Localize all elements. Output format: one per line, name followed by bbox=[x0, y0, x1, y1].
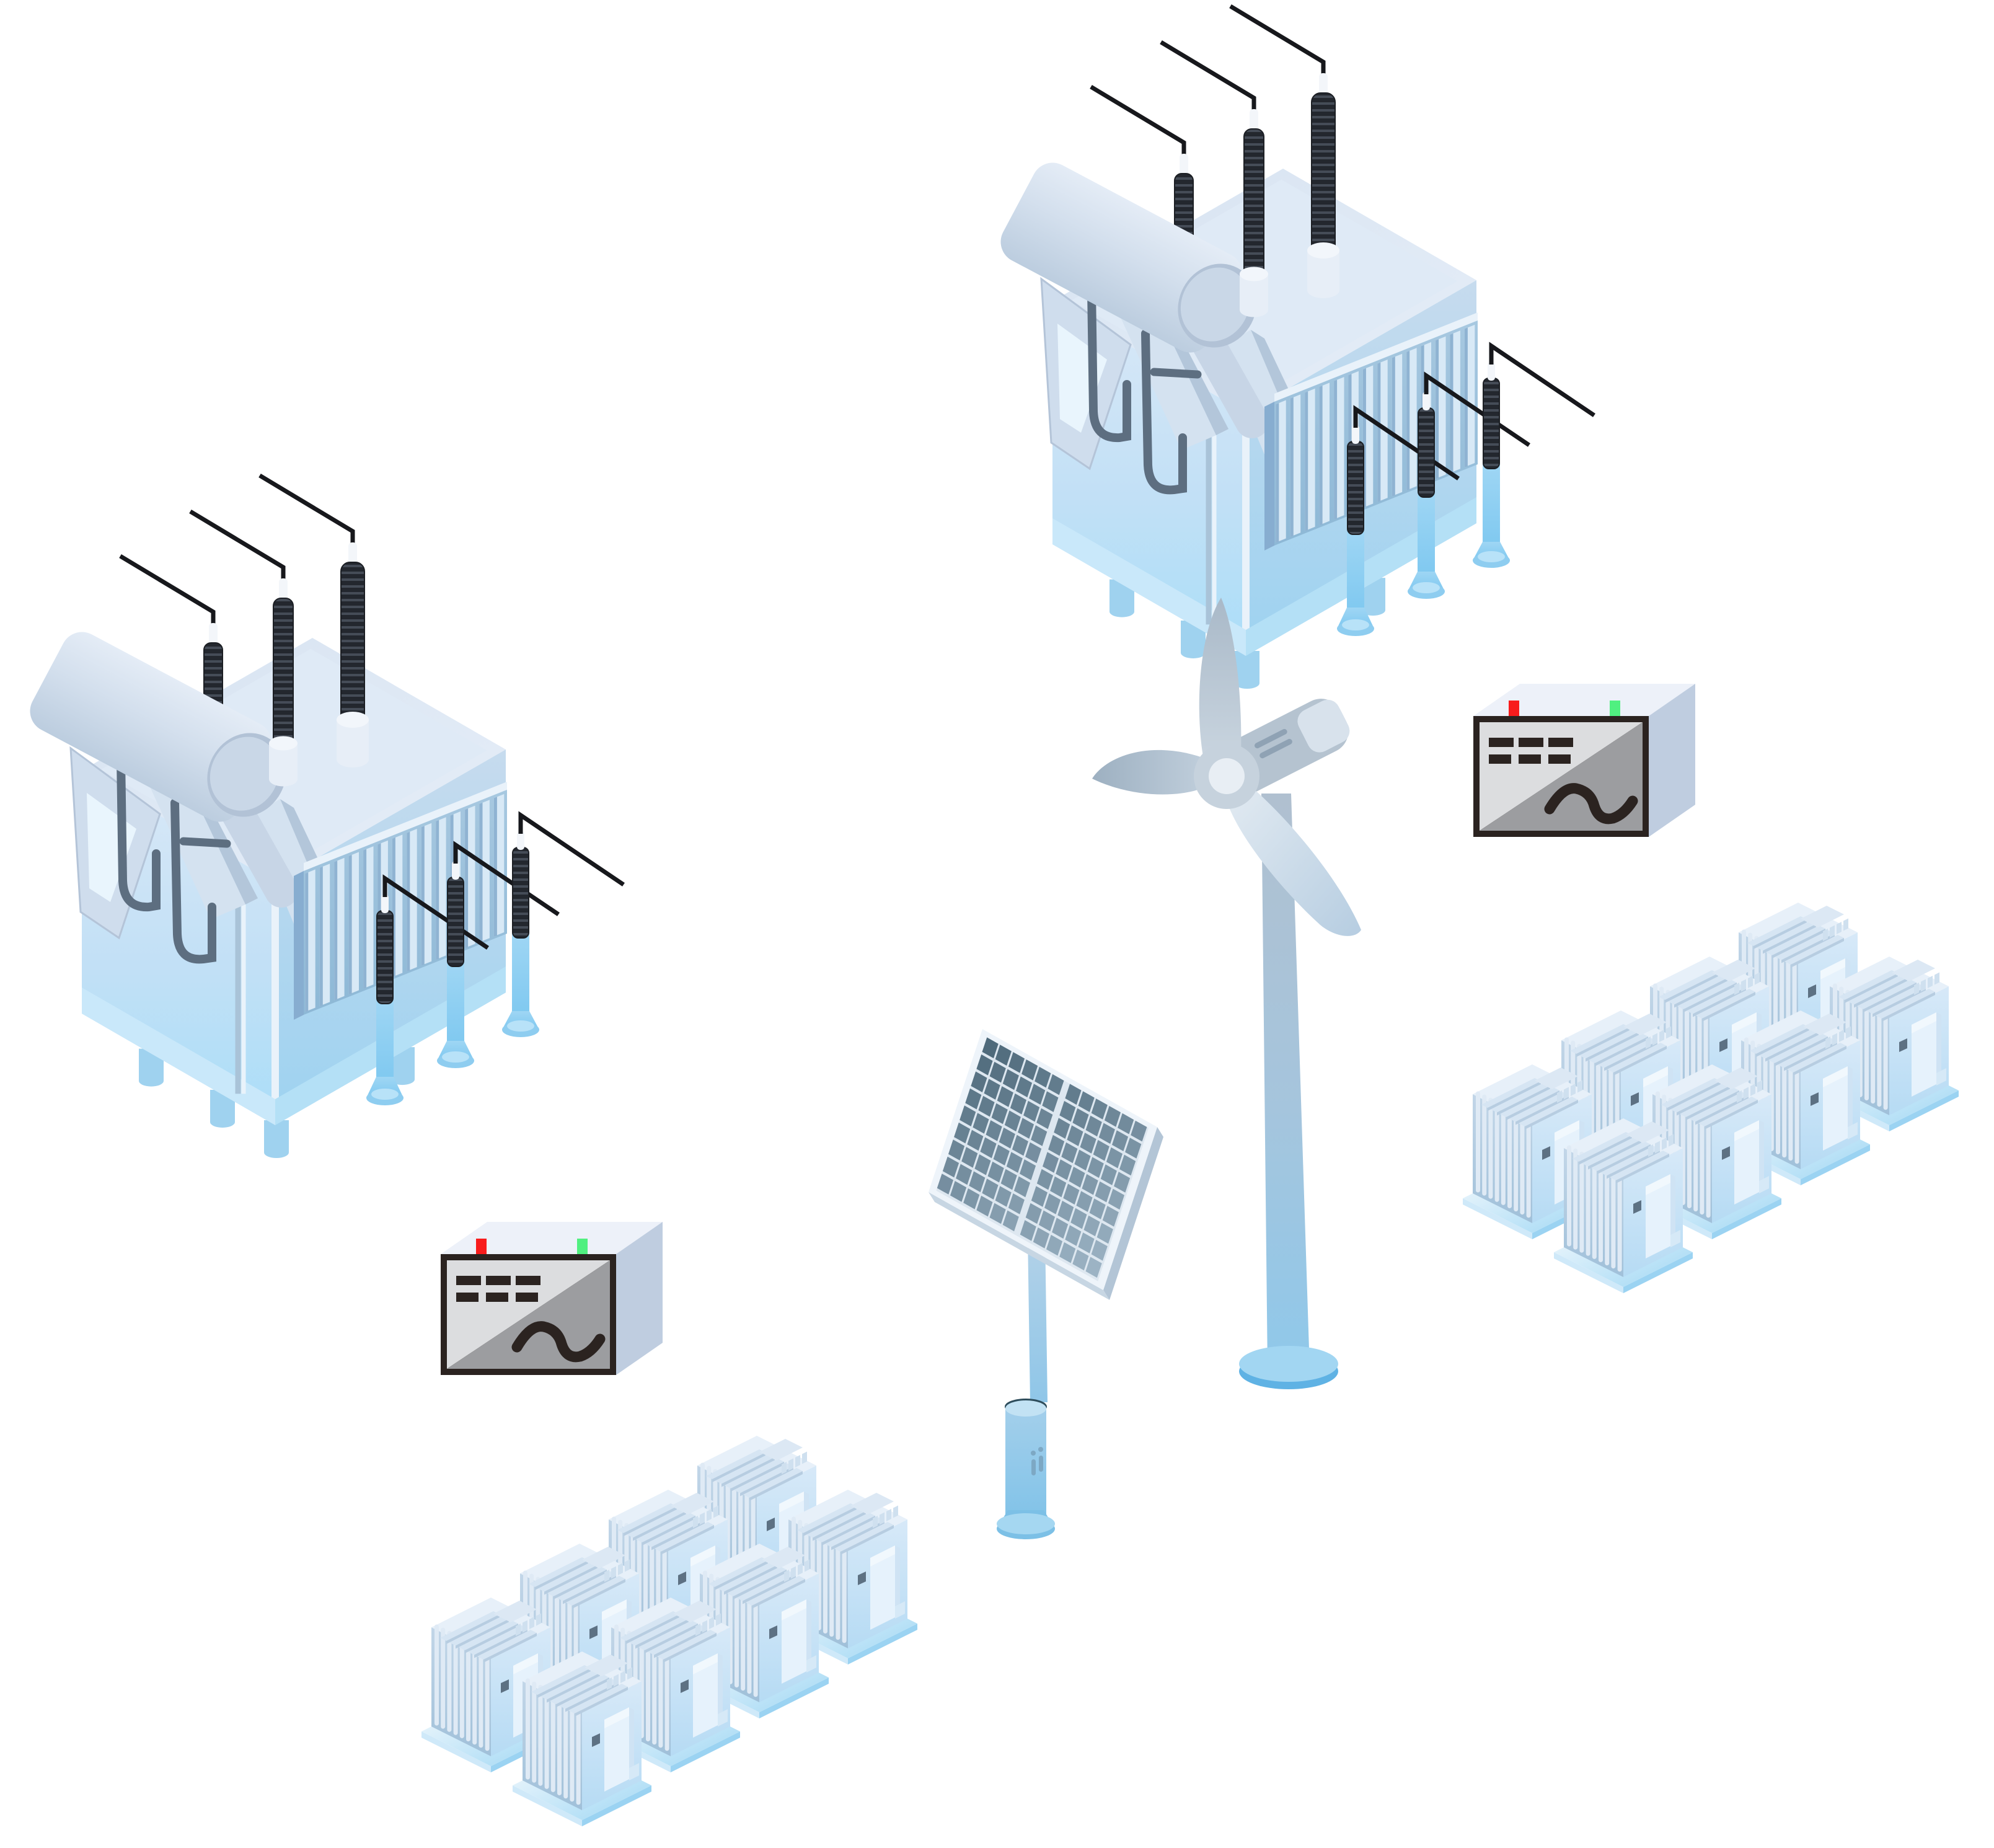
inverter-top-face bbox=[1473, 684, 1695, 716]
solar-panel bbox=[929, 1029, 1163, 1539]
inverter-side-face bbox=[1649, 684, 1695, 837]
sine-wave-icon bbox=[1544, 783, 1638, 825]
dc-symbol-bar-icon bbox=[516, 1276, 540, 1285]
arrester-wire bbox=[1489, 342, 1595, 417]
dc-symbol-bar-icon bbox=[456, 1276, 481, 1285]
hv-transformer-top bbox=[1000, 4, 1595, 689]
inverter-led-green bbox=[1610, 701, 1620, 716]
dc-symbol-bar-icon bbox=[1548, 738, 1573, 747]
inverter-right bbox=[1473, 684, 1695, 837]
sine-wave-icon bbox=[511, 1321, 606, 1363]
inverter bbox=[1473, 684, 1695, 837]
inverter bbox=[441, 1222, 663, 1375]
turbine-blade bbox=[1199, 598, 1242, 779]
hv-transformer-left bbox=[30, 473, 625, 1158]
hv-transformer bbox=[1000, 4, 1595, 689]
conservator-support-and-pipes bbox=[1040, 276, 1312, 495]
dc-symbol-bar-icon bbox=[486, 1293, 508, 1302]
turbine-blade bbox=[1092, 749, 1216, 795]
conservator-tank bbox=[1000, 162, 1269, 438]
dc-symbol-bar-icon bbox=[456, 1293, 479, 1302]
dc-symbol-bar-icon bbox=[1519, 754, 1541, 764]
surge-arresters bbox=[1337, 342, 1595, 636]
surge-arresters bbox=[366, 811, 625, 1105]
bushing-wire bbox=[189, 509, 286, 582]
bushing-wire bbox=[119, 554, 216, 627]
turbine-blade bbox=[1227, 780, 1361, 936]
hv-bushing bbox=[1229, 4, 1339, 298]
bushing-wire bbox=[258, 473, 355, 546]
inverter-side-face bbox=[616, 1222, 663, 1375]
solar-cell-grid bbox=[936, 1037, 1149, 1281]
dc-symbol-bar-icon bbox=[1489, 738, 1514, 747]
inverter-led-red bbox=[1509, 701, 1519, 716]
wind-turbine-group bbox=[1092, 598, 1361, 1389]
hv-bushing bbox=[258, 473, 369, 767]
turbine-tower bbox=[1261, 794, 1310, 1369]
arrester-wire bbox=[518, 811, 625, 886]
hv-bushing bbox=[189, 509, 298, 787]
inverter-led-red bbox=[476, 1239, 487, 1254]
hv-bushing bbox=[1160, 40, 1268, 317]
inverter-led-green bbox=[577, 1239, 588, 1254]
solar-panel-group bbox=[929, 1029, 1163, 1539]
solar-pole bbox=[1028, 1234, 1048, 1402]
dc-symbol-bar-icon bbox=[1519, 738, 1543, 747]
dc-symbol-bar-icon bbox=[516, 1293, 538, 1302]
bushing-wire bbox=[1229, 4, 1326, 77]
inverter-left bbox=[441, 1222, 663, 1375]
inverter-top-face bbox=[441, 1222, 663, 1254]
dc-symbol-bar-icon bbox=[486, 1276, 511, 1285]
dc-symbol-bar-icon bbox=[1548, 754, 1571, 764]
bushing-wire bbox=[1160, 40, 1256, 113]
dc-symbol-bar-icon bbox=[1489, 754, 1511, 764]
conservator-tank bbox=[30, 632, 298, 908]
inverter-panel-ac-half bbox=[1480, 722, 1643, 831]
bushing-wire bbox=[1090, 84, 1186, 157]
hv-transformer bbox=[30, 473, 625, 1158]
inverter-panel-ac-half bbox=[447, 1260, 610, 1369]
wind-turbine bbox=[1092, 598, 1361, 1389]
